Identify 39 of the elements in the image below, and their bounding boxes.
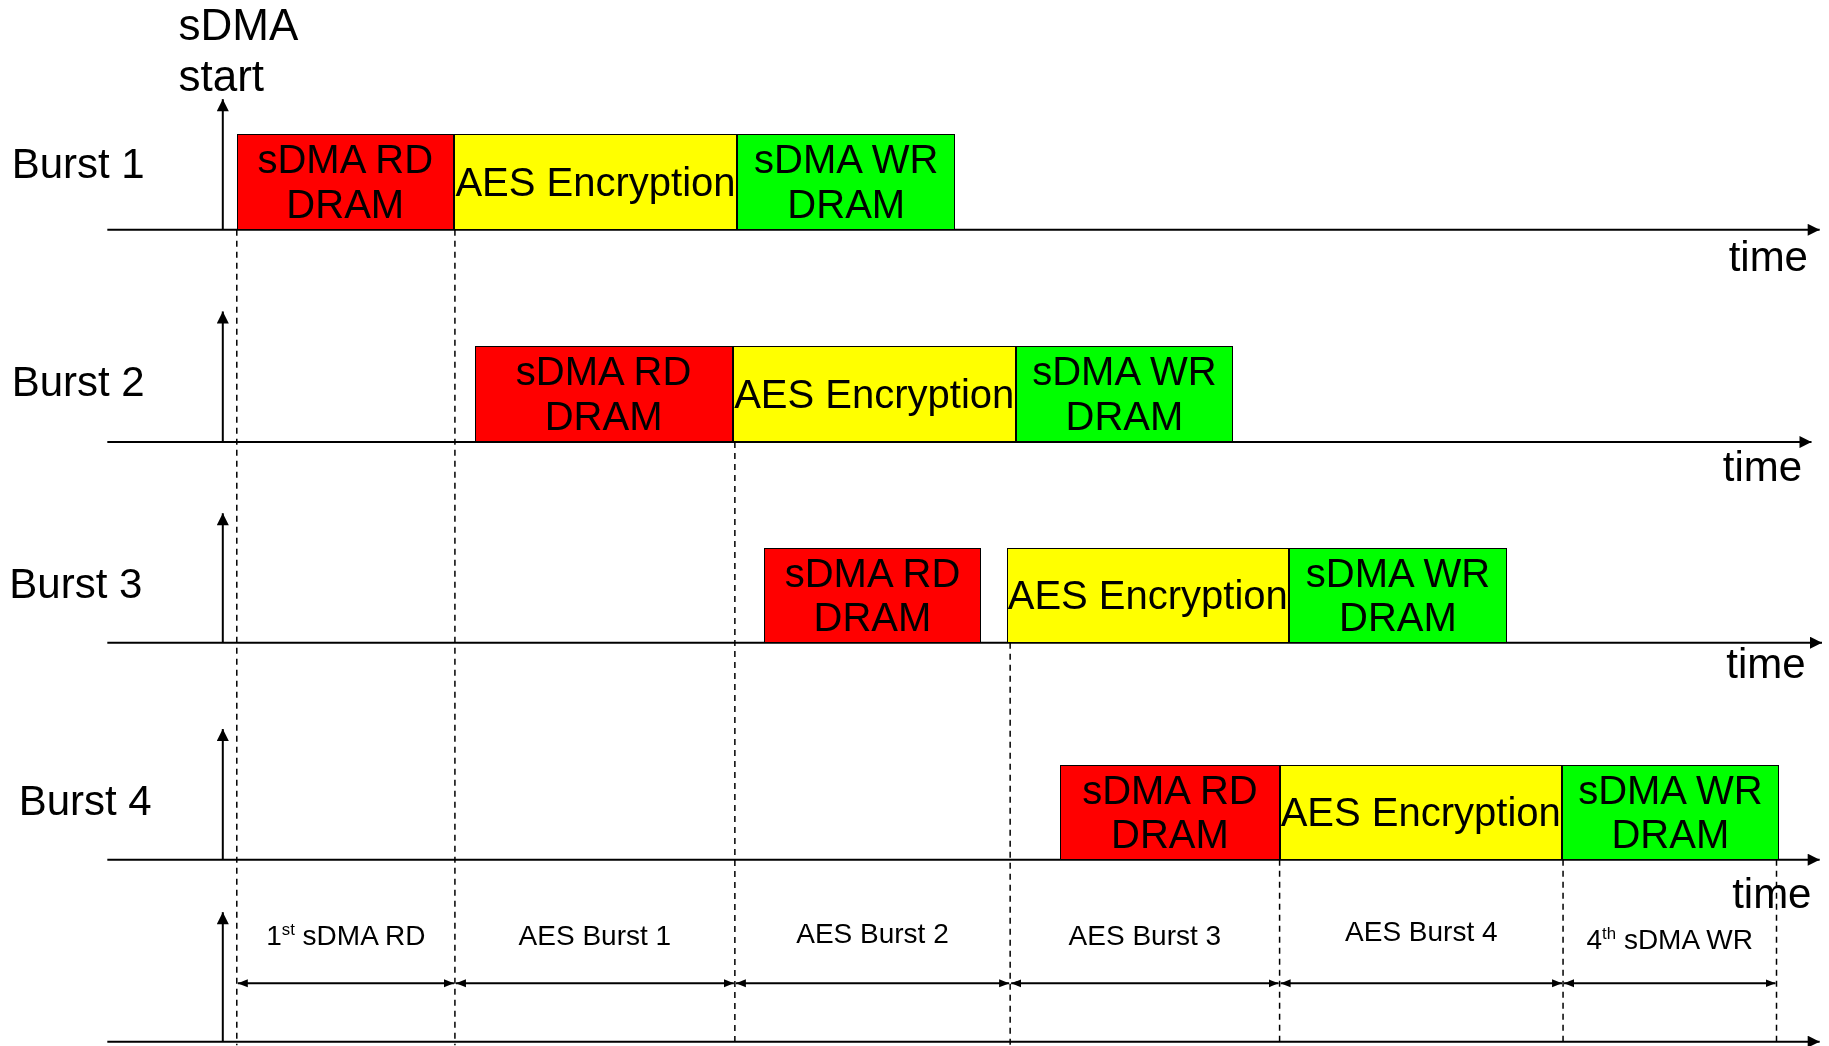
box-label: sDMA WR DRAM [1577, 767, 1764, 858]
process-box [1279, 765, 1562, 860]
label-text: time [1725, 640, 1806, 689]
process-box [1006, 548, 1289, 643]
process-box [236, 134, 454, 230]
box-label: sDMA WR DRAM [1304, 550, 1492, 641]
process-box [1561, 765, 1779, 860]
label-text: time [1727, 233, 1808, 282]
box-label: sDMA RD DRAM [1081, 767, 1259, 858]
box-label: sDMA RD DRAM [256, 137, 435, 227]
box-label: sDMA RD DRAM [514, 349, 693, 440]
label-text: Burst 2 [11, 358, 146, 407]
box-label: AES Encryption [1280, 790, 1561, 835]
process-box [474, 346, 733, 443]
label-text: 1$^{st}$ sDMA RD [265, 920, 427, 953]
box-label: AES Encryption [455, 159, 736, 205]
process-box [764, 548, 981, 643]
label-text: 4$^{th}$ sDMA WR [1585, 923, 1754, 956]
label-text: AES Burst 4 [1344, 915, 1499, 948]
label-text: AES Burst 3 [1067, 920, 1223, 953]
process-box [737, 134, 956, 230]
label-text: sDMA start [178, 0, 298, 102]
label-text: AES Burst 2 [795, 918, 950, 951]
label-text: Burst 1 [11, 139, 146, 189]
process-box [732, 346, 1016, 443]
box-label: sDMA RD DRAM [783, 550, 962, 641]
label-text: time [1731, 870, 1812, 919]
box-label: AES Encryption [1007, 573, 1288, 618]
box-label: AES Encryption [734, 371, 1015, 417]
process-box [1060, 765, 1280, 860]
label-text: time [1721, 443, 1803, 492]
label-text: Burst 4 [18, 776, 153, 826]
process-box [453, 134, 738, 230]
process-box [1288, 548, 1508, 643]
process-box [1015, 346, 1233, 443]
box-label: sDMA WR DRAM [753, 137, 940, 227]
box-label: sDMA WR DRAM [1031, 349, 1218, 440]
label-text: AES Burst 1 [517, 920, 673, 953]
label-text: Burst 3 [9, 559, 144, 609]
